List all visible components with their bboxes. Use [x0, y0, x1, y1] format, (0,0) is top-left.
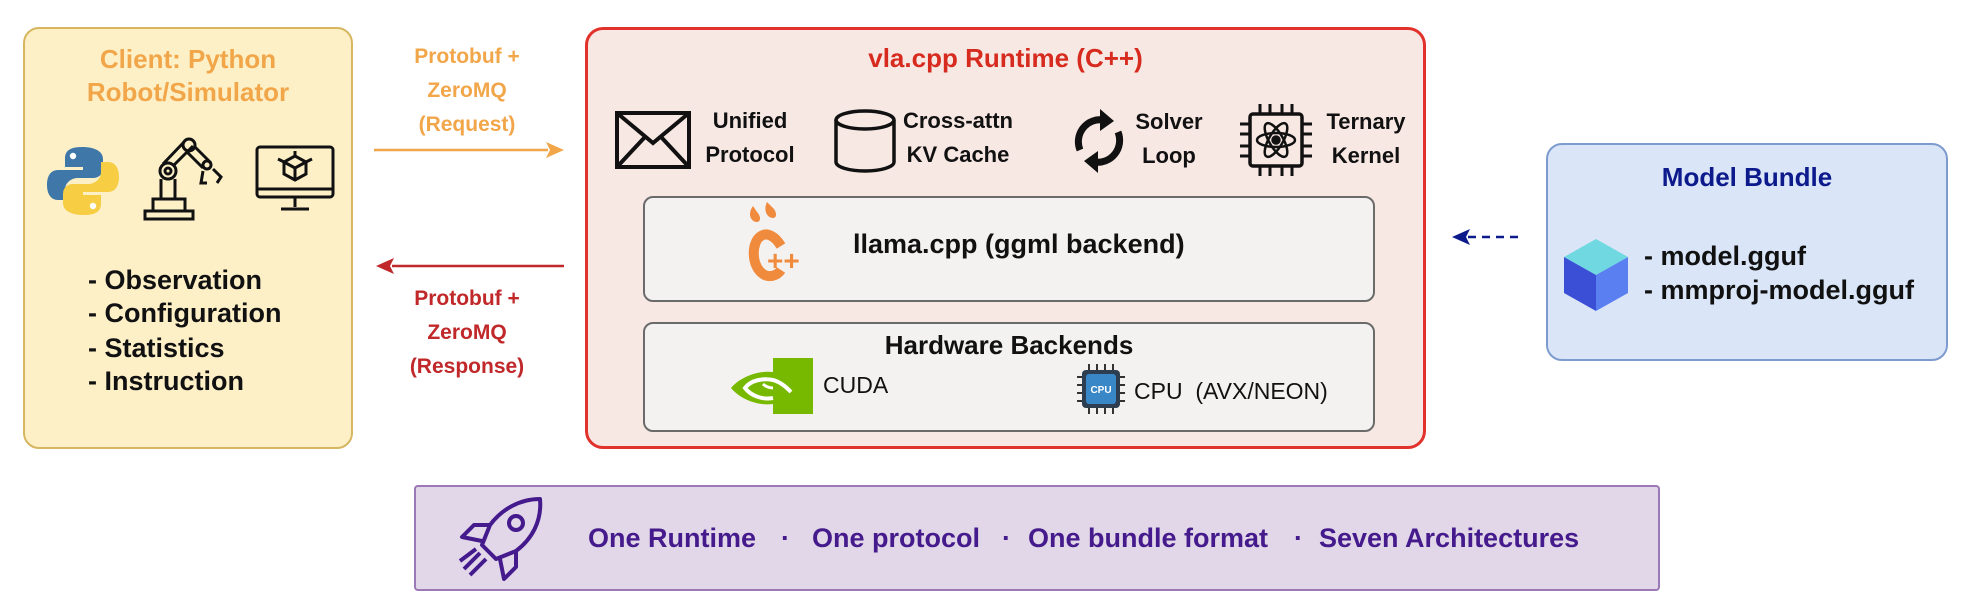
- feature-ternary-line2: Kernel: [1331, 143, 1401, 168]
- footer-item-protocol: One protocol: [812, 523, 980, 553]
- footer-item-architectures: Seven Architectures: [1319, 523, 1580, 553]
- footer-separator-1: ·: [781, 523, 790, 553]
- model-bundle-box: Model Bundle - model.gguf - mmproj-model…: [1546, 143, 1948, 361]
- robot-arm-icon: [143, 137, 223, 221]
- client-item-configuration: - Configuration: [88, 298, 282, 328]
- bundle-title: Model Bundle: [1661, 162, 1833, 192]
- python-logo-icon: [47, 147, 119, 215]
- footer-separator-3: ·: [1294, 523, 1303, 553]
- footer-banner: One Runtime · One protocol · One bundle …: [414, 485, 1660, 591]
- request-line2: ZeroMQ: [427, 79, 507, 102]
- response-line3: (Response): [409, 355, 525, 378]
- request-label: Protobuf + ZeroMQ (Request): [367, 40, 567, 142]
- client-title-line1: Client: Python: [99, 44, 277, 74]
- hardware-title: Hardware Backends: [884, 330, 1134, 360]
- feature-solver-line1: Solver: [1135, 109, 1203, 134]
- cuda-label: CUDA: [823, 372, 889, 398]
- llama-box: ++ llama.cpp (ggml backend): [643, 196, 1375, 302]
- cpu-chip-icon: CPU: [1077, 364, 1125, 414]
- feature-ternary-kernel: Ternary Kernel: [1314, 105, 1418, 173]
- svg-text:++: ++: [767, 245, 800, 276]
- cpu-chip-text: CPU: [1090, 385, 1111, 396]
- request-arrow: [374, 142, 564, 158]
- bundle-arrow: [1452, 229, 1524, 245]
- envelope-icon: [615, 111, 691, 169]
- feature-kv-line2: KV Cache: [906, 142, 1010, 167]
- response-line1: Protobuf +: [414, 287, 520, 310]
- feature-unified-line1: Unified: [712, 108, 788, 133]
- footer-item-runtime: One Runtime: [588, 523, 757, 553]
- cube-icon: [1564, 239, 1628, 311]
- runtime-box: vla.cpp Runtime (C++) Unified Protocol C…: [585, 27, 1426, 449]
- client-item-instruction: - Instruction: [88, 366, 244, 396]
- footer-item-bundle-format: One bundle format: [1028, 523, 1269, 553]
- refresh-loop-icon: [1074, 109, 1124, 173]
- cpu-label: CPU (AVX/NEON): [1134, 378, 1328, 404]
- client-box: Client: Python Robot/Simulator - Observa…: [23, 27, 353, 449]
- rocket-icon: [458, 497, 543, 581]
- hardware-box: Hardware Backends CUDA CPU CPU (AVX/NEON…: [643, 322, 1375, 432]
- feature-ternary-line1: Ternary: [1326, 109, 1406, 134]
- response-line2: ZeroMQ: [427, 321, 507, 344]
- feature-solver-loop: Solver Loop: [1124, 105, 1214, 173]
- client-item-observation: - Observation: [88, 265, 263, 295]
- feature-unified-protocol: Unified Protocol: [690, 104, 810, 172]
- cpp-logo-icon: ++: [748, 202, 800, 282]
- footer-separator-2: ·: [1002, 523, 1011, 553]
- feature-unified-line2: Protocol: [705, 142, 795, 167]
- nvidia-logo-icon: [731, 358, 813, 414]
- bundle-file-model: - model.gguf: [1644, 241, 1806, 271]
- feature-solver-line2: Loop: [1142, 143, 1196, 168]
- client-title-line2: Robot/Simulator: [86, 77, 290, 107]
- simulator-monitor-icon: [255, 145, 335, 211]
- response-arrow: [376, 258, 564, 274]
- llama-label: llama.cpp (ggml backend): [853, 229, 1185, 259]
- runtime-title: vla.cpp Runtime (C++): [868, 43, 1143, 73]
- feature-kv-line1: Cross-attn: [902, 108, 1013, 133]
- bundle-file-mmproj: - mmproj-model.gguf: [1644, 275, 1914, 305]
- database-icon: [834, 109, 896, 173]
- feature-kv-cache: Cross-attn KV Cache: [895, 104, 1021, 172]
- request-line1: Protobuf +: [414, 45, 520, 68]
- chip-atom-icon: [1240, 104, 1312, 176]
- request-line3: (Request): [418, 113, 516, 136]
- client-item-statistics: - Statistics: [88, 333, 225, 363]
- response-label: Protobuf + ZeroMQ (Response): [367, 282, 567, 384]
